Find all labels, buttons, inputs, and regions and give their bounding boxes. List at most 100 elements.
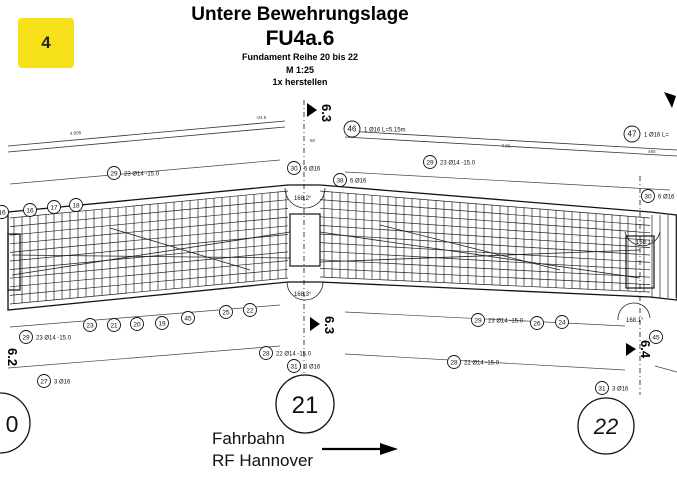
position-number: 45: [652, 335, 660, 342]
rebar-line: [319, 225, 651, 248]
position-bubble: [47, 200, 61, 214]
title-block: Untere Bewehrungslage FU4a.6 Fundament R…: [180, 4, 420, 88]
dim-label: 480: [648, 149, 656, 154]
position-number: 46: [348, 125, 357, 134]
drawing-quantity: 1x herstellen: [272, 77, 328, 87]
reinforcement-mesh: [9, 190, 677, 305]
rebar-line: [319, 276, 651, 293]
position-description: 5 Ø16: [304, 167, 321, 173]
position-markers: 46 1 Ø16 L=5.15m 47 1 Ø16 L= 29 23 Ø14 -15.0 2…: [0, 120, 675, 395]
position-bubble: [19, 330, 33, 344]
position-bubble: [555, 315, 569, 329]
position-bubble: [649, 330, 663, 344]
position-bubble: [447, 355, 461, 369]
axis-label-22: 22: [593, 414, 618, 439]
position-number: 31: [598, 386, 606, 393]
position-description: 6 Ø16: [350, 179, 367, 185]
position-bubble: [130, 317, 144, 331]
position-bubble: [181, 311, 195, 325]
position-description: 23 Ø14 -15.0: [440, 161, 476, 167]
position-number: 27: [40, 379, 48, 386]
position-description: 22 Ø14 -15.0: [464, 361, 500, 367]
rebar-line: [319, 190, 651, 219]
position-number: 28: [262, 351, 270, 358]
axis-label-left: 0: [6, 411, 19, 437]
direction-label: Fahrbahn RF Hannover: [212, 428, 313, 472]
rebar-line: [9, 277, 289, 305]
position-description: 1 Ø16 L=5.15m: [364, 128, 406, 134]
position-number: 26: [533, 321, 541, 328]
rebar-line: [9, 234, 289, 262]
position-bubble: [155, 316, 169, 330]
rebar-line: [9, 225, 289, 253]
position-description: 3 Ø16: [54, 380, 71, 386]
section-marker-top-right: [664, 92, 676, 108]
axis-circle-22: [577, 397, 635, 455]
position-number: 31: [290, 364, 298, 371]
position-number: 47: [628, 130, 637, 139]
direction-line-1: Fahrbahn: [212, 429, 285, 448]
section-marker-6-2: 6.2: [5, 348, 20, 366]
position-description: 1 Ø16 L=: [644, 133, 669, 139]
rebar-line: [319, 259, 651, 278]
dim-label: -3.86-: [500, 143, 513, 149]
position-number: 17: [50, 205, 58, 212]
rebar-line: [9, 208, 289, 236]
distribution-lines: [7, 159, 677, 373]
position-number: 16: [26, 208, 34, 215]
rebar-line: [319, 250, 651, 271]
position-description: 3 Ø16: [612, 387, 629, 393]
rebar-line: [319, 216, 651, 241]
position-bubble: [423, 155, 437, 169]
rebar-line: [319, 199, 651, 226]
dim-label: -04.5: [256, 115, 267, 120]
section-label: 6.2: [5, 348, 20, 366]
rebar-line: [319, 207, 651, 234]
position-bubble: [595, 381, 609, 395]
position-bubble: [107, 318, 121, 332]
section-marker-6-4: 6.4: [626, 340, 653, 359]
position-number: 20: [133, 322, 141, 329]
position-number: 19: [158, 321, 166, 328]
position-bubble: [259, 346, 273, 360]
position-number: 16: [0, 210, 6, 217]
position-bubble: [287, 161, 301, 175]
section-label: 6.4: [638, 340, 653, 359]
step-badge: 4: [18, 18, 74, 68]
dim-label: 4.005: [70, 130, 82, 136]
position-number: 29: [22, 335, 30, 342]
position-description: 23 Ø14 -15.0: [36, 336, 72, 342]
position-bubble: [641, 189, 655, 203]
position-description: 3 Ø16: [304, 365, 321, 371]
position-bubble: [107, 166, 121, 180]
angle-label: 168.2°: [294, 196, 312, 202]
position-bubble: [0, 205, 9, 219]
position-bubble: [83, 318, 97, 332]
drawing-title: Untere Bewehrungslage: [191, 4, 409, 25]
position-number: 29: [110, 171, 118, 178]
position-bubble: [333, 173, 347, 187]
upper-dimension-lines: [7, 120, 677, 157]
section-marker-6-3-top: 6.3: [307, 103, 334, 122]
position-number: 29: [426, 160, 434, 167]
position-description: 22 Ø14 -15.0: [276, 352, 312, 358]
rebar-line: [9, 268, 289, 296]
position-bubble: [69, 198, 83, 212]
drawing-subtitle: Fundament Reihe 20 bis 22: [241, 52, 359, 62]
drawing-code: FU4a.6: [265, 27, 335, 50]
direction-line-2: RF Hannover: [212, 451, 314, 470]
position-number: 18: [72, 203, 80, 210]
axis-lines: [303, 100, 641, 395]
position-bubble: [243, 303, 257, 317]
angle-label: 168.1°: [636, 240, 654, 246]
section-marker-6-3-bottom: 6.3: [310, 316, 337, 334]
diagonal-bars: [11, 224, 641, 279]
angle-label: 168.1°: [626, 318, 644, 324]
position-bubble: [287, 359, 301, 373]
position-bubble: [23, 203, 37, 217]
position-description: 23 Ø14 -15.0: [124, 172, 160, 178]
angle-arcs: [284, 187, 661, 321]
position-number: 29: [474, 318, 482, 325]
